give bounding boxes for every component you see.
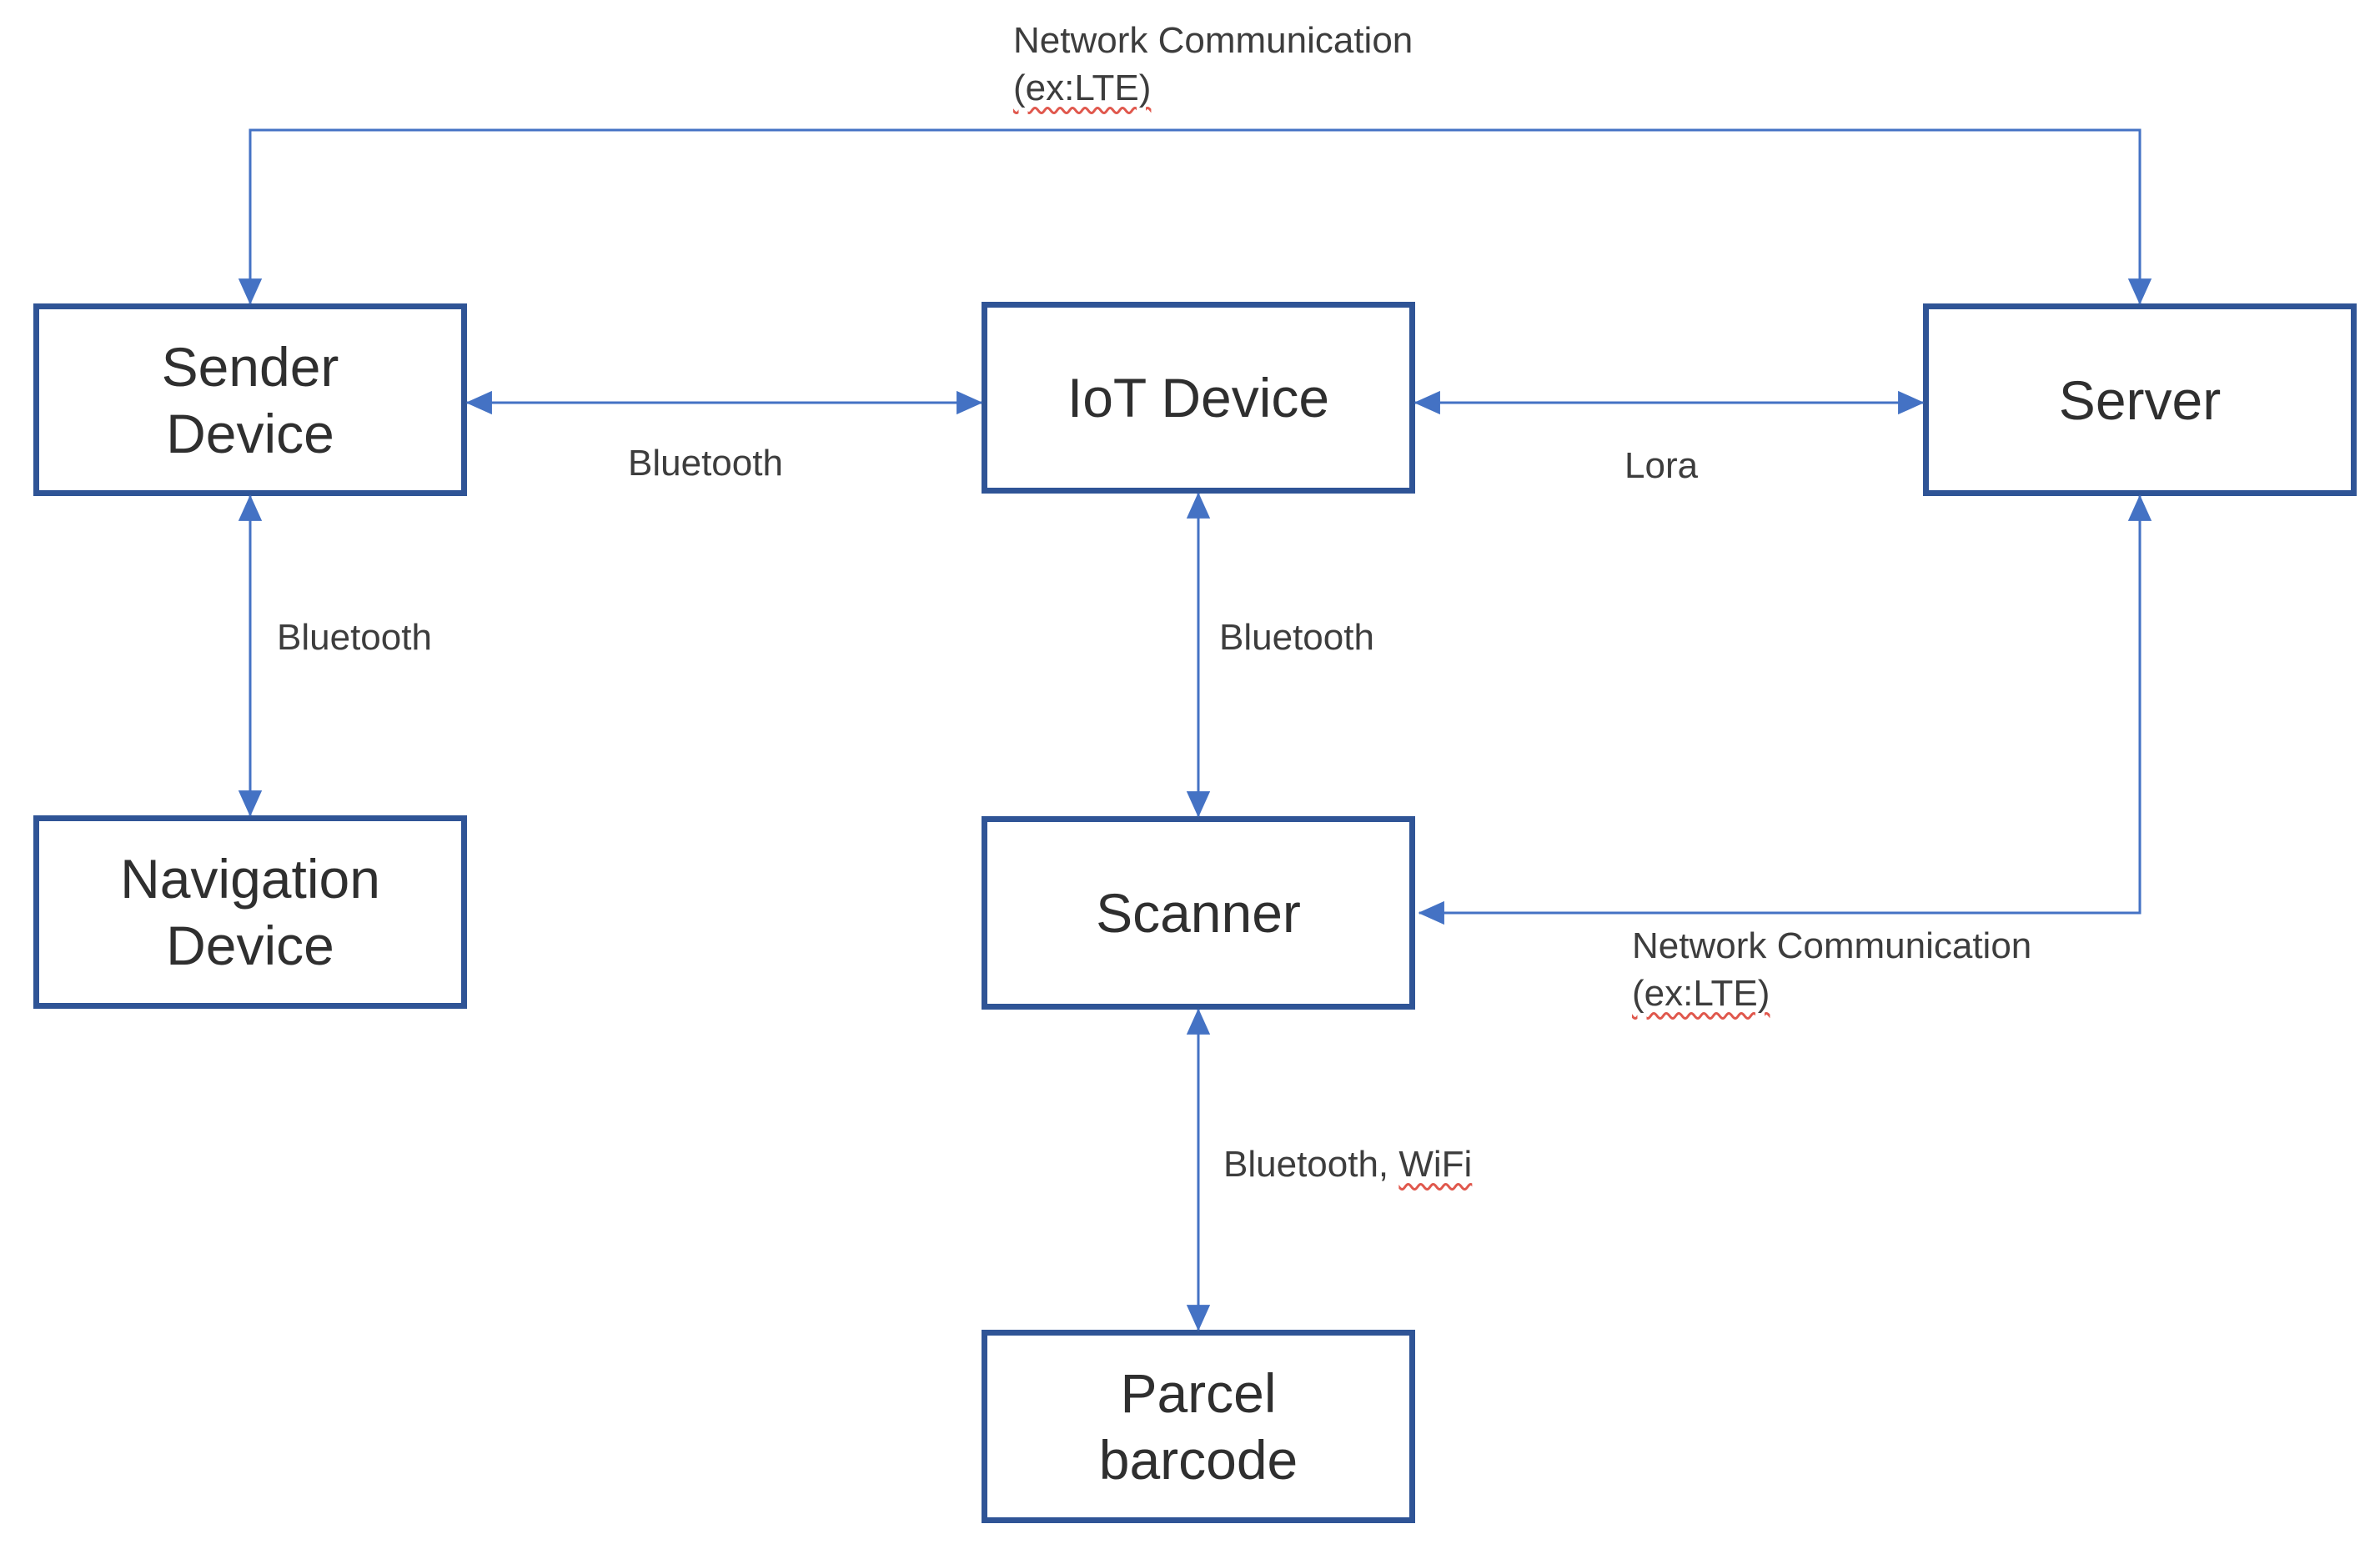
connector-network-server-scanner [1418, 494, 2152, 925]
node-sender-device: Sender Device [33, 303, 467, 496]
label-network-communication-top: Network Communication (ex:LTE) [1013, 17, 1413, 112]
label-bluetooth-iot-scanner: Bluetooth [1219, 617, 1374, 658]
node-navigation-device-label: Navigation Device [120, 848, 380, 976]
node-navigation-device: Navigation Device [33, 815, 467, 1009]
connector-network-sender-server [238, 128, 2152, 305]
node-server-label: Server [2058, 368, 2222, 431]
label-network-communication-server-scanner: Network Communication (ex:LTE) [1632, 922, 2031, 1017]
label-bluetooth-wifi: Bluetooth, WiFi [1223, 1144, 1473, 1185]
node-server: Server [1923, 303, 2357, 496]
label-network-communication-bottom-line2: (ex:LTE) [1632, 973, 1770, 1014]
label-bluetooth-sender-navigation: Bluetooth [277, 617, 432, 658]
node-parcel-barcode-label: Parcel barcode [1098, 1362, 1298, 1491]
node-parcel-barcode: Parcel barcode [982, 1330, 1415, 1523]
label-lora: Lora [1624, 445, 1699, 486]
label-network-communication-bottom-line1: Network Communication [1632, 925, 2032, 966]
node-scanner: Scanner [982, 816, 1415, 1010]
label-bluetooth-sender-iot: Bluetooth [628, 443, 783, 484]
node-iot-device-label: IoT Device [1067, 367, 1330, 429]
label-network-communication-top-line2: (ex:LTE) [1013, 68, 1152, 108]
node-iot-device: IoT Device [982, 302, 1415, 494]
label-wifi-flagged: WiFi [1398, 1144, 1473, 1185]
label-network-communication-top-line1: Network Communication [1013, 20, 1413, 61]
node-sender-device-label: Sender Device [161, 335, 339, 464]
node-scanner-label: Scanner [1096, 882, 1301, 944]
